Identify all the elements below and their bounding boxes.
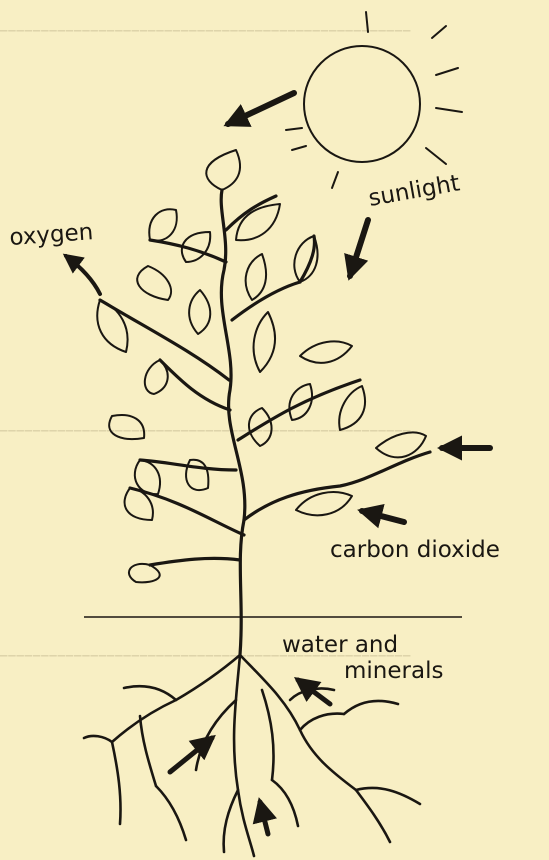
water-arrow-left	[170, 738, 212, 772]
sunlight-arrow-down	[350, 220, 368, 276]
water-label-line2: minerals	[344, 658, 443, 684]
water-arrow-center	[260, 802, 268, 834]
sunlight-label: sunlight	[367, 170, 462, 212]
sun-icon	[286, 12, 462, 188]
oxygen-arrow	[66, 256, 100, 294]
plant-stem	[100, 190, 430, 655]
water-label-line1: water and	[282, 632, 398, 658]
sunlight-arrow-left	[228, 93, 294, 124]
plant-roots	[84, 655, 420, 856]
carbon-dioxide-label: carbon dioxide	[330, 537, 500, 563]
carbon-dioxide-arrow-lower	[362, 511, 404, 522]
oxygen-label: oxygen	[9, 219, 95, 251]
